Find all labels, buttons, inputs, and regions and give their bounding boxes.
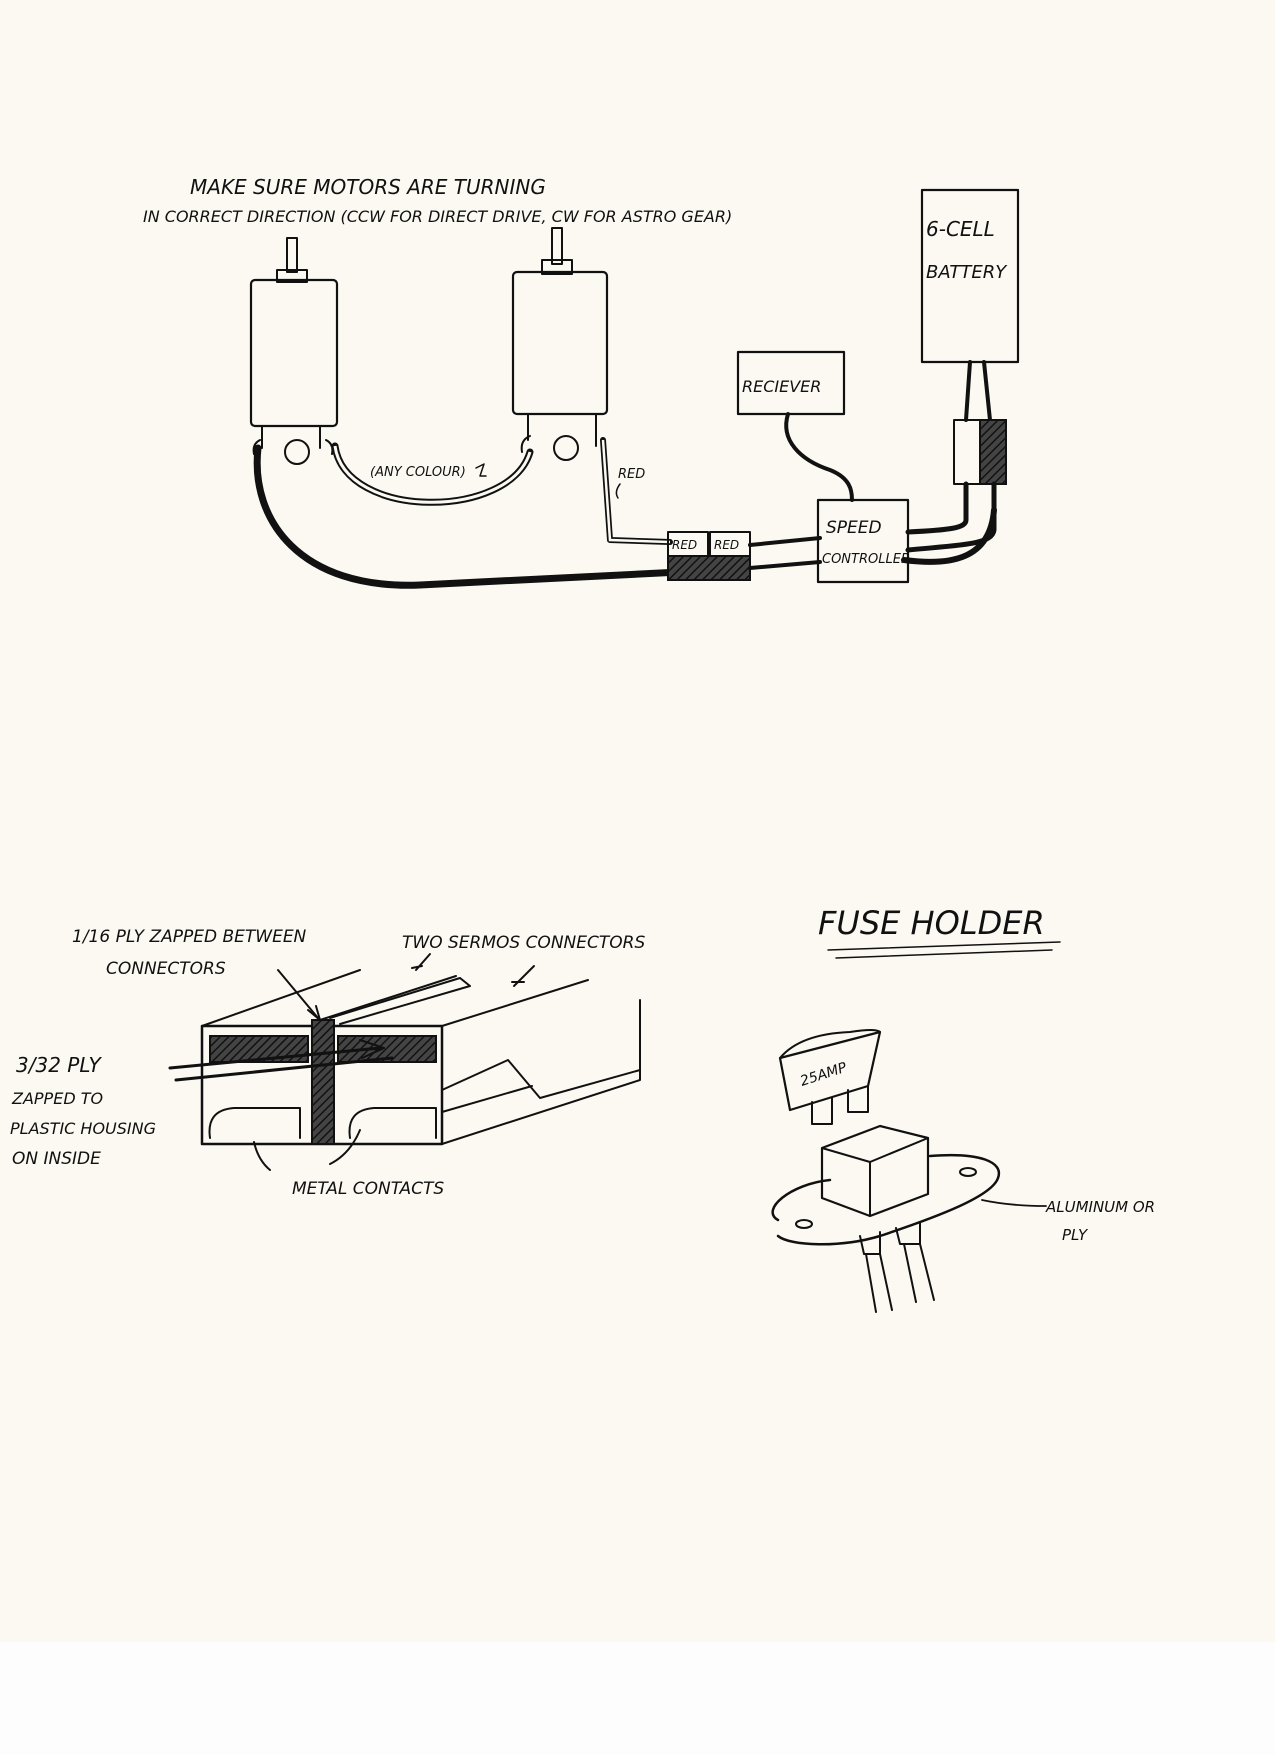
- label-332-3: PLASTIC HOUSING: [10, 1119, 156, 1138]
- two-sermos-label: TWO SERMOS CONNECTORS: [402, 933, 645, 953]
- battery: 6-CELL BATTERY: [901, 188, 1020, 565]
- label-332-1: 3/32 PLY: [16, 1053, 103, 1077]
- label-332-4: ON INSIDE: [12, 1149, 101, 1169]
- receiver-label: RECIEVER: [742, 377, 821, 396]
- wire-connectors: RED RED: [667, 531, 751, 581]
- wiring-diagram: MAKE SURE MOTORS ARE TURNING IN CORRECT …: [143, 175, 1020, 589]
- metal-contacts-label: METAL CONTACTS: [292, 1179, 444, 1199]
- note-line-2: IN CORRECT DIRECTION (CCW FOR DIRECT DRI…: [143, 207, 732, 226]
- red-connector-right-label: RED: [714, 538, 739, 552]
- motor-right: [511, 227, 609, 461]
- battery-label-1: 6-CELL: [926, 217, 995, 241]
- speed-label-2: CONTROLLER: [822, 552, 910, 567]
- motor-left: [249, 237, 339, 465]
- red-connector-left-label: RED: [672, 538, 697, 552]
- speed-controller: SPEED CONTROLLER: [816, 498, 910, 584]
- paper-sheet: [0, 0, 1275, 1642]
- plate-label-1: ALUMINUM OR: [1045, 1198, 1155, 1216]
- ply-label-1: 1/16 PLY ZAPPED BETWEEN: [72, 927, 307, 947]
- fuse-rating-label: 25AMP: [798, 1060, 849, 1090]
- red-wire-label: RED: [618, 467, 645, 482]
- fuse-holder-detail: FUSE HOLDER 25AMP ALUMINUM OR PLY: [771, 904, 1155, 1313]
- battery-label-2: BATTERY: [926, 262, 1008, 283]
- note-line-1: MAKE SURE MOTORS ARE TURNING: [190, 175, 546, 199]
- connector-detail: 1/16 PLY ZAPPED BETWEEN CONNECTORS TWO S…: [10, 927, 645, 1199]
- ply-label-2: CONNECTORS: [106, 959, 226, 979]
- label-332-2: ZAPPED TO: [11, 1089, 103, 1108]
- plate-label-2: PLY: [1062, 1226, 1089, 1244]
- receiver: RECIEVER: [736, 350, 854, 502]
- speed-label-1: SPEED: [826, 518, 882, 538]
- fuse-holder-title: FUSE HOLDER: [818, 904, 1045, 942]
- any-colour-label: (ANY COLOUR): [370, 465, 466, 480]
- scan-margin: [0, 1642, 1275, 1755]
